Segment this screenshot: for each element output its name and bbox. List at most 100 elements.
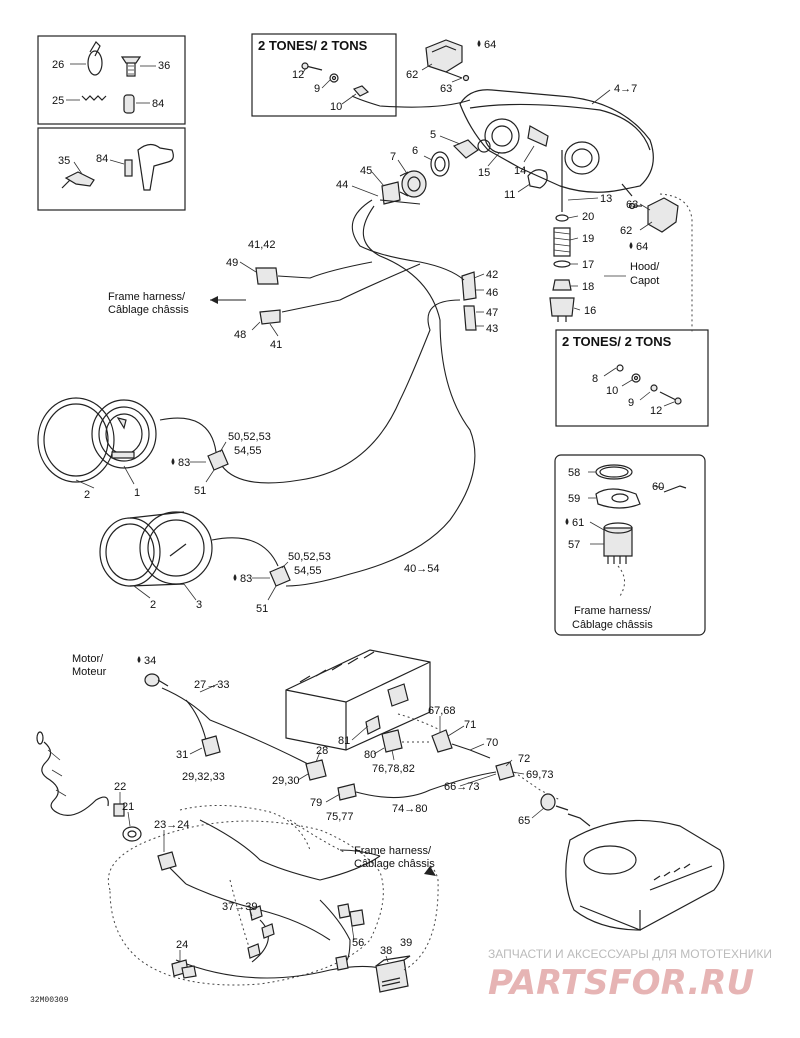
connector-45 bbox=[381, 181, 401, 205]
callout-42: 42 bbox=[486, 269, 498, 281]
connectors-left-group bbox=[255, 267, 281, 325]
callout-1: 1 bbox=[134, 487, 140, 499]
callout-41-42: 41,42 bbox=[248, 239, 276, 251]
wire-31 bbox=[185, 699, 207, 741]
callout-64a: 64 bbox=[484, 39, 496, 51]
callout-23-24: 23→24 bbox=[154, 819, 189, 831]
callout-28: 28 bbox=[316, 745, 328, 757]
wire-74-80 bbox=[355, 771, 497, 799]
socket-7 bbox=[399, 170, 427, 198]
arrow-frame-3 bbox=[424, 866, 436, 876]
label-motor-fr: Moteur bbox=[72, 666, 107, 678]
callout-16: 16 bbox=[584, 305, 596, 317]
callout-51a: 51 bbox=[194, 485, 206, 497]
callout-20: 20 bbox=[582, 211, 594, 223]
callout-71: 71 bbox=[464, 719, 476, 731]
harness-branch-48 bbox=[281, 263, 421, 313]
callout-51b: 51 bbox=[256, 603, 268, 615]
wire-cluster-b bbox=[211, 537, 279, 567]
callout-65: 65 bbox=[518, 815, 530, 827]
callout-10b: 10 bbox=[606, 385, 618, 397]
callout-54b: 54,55 bbox=[294, 565, 322, 577]
relay-38-39 bbox=[375, 955, 411, 993]
gauge-inset-parts bbox=[595, 464, 687, 597]
connectors-37-39 bbox=[247, 905, 275, 959]
inset-box-gauge bbox=[554, 454, 706, 636]
callout-79: 79 bbox=[310, 797, 322, 809]
switch-23-24 bbox=[157, 851, 187, 885]
watermark-logo: PARTSFOR.RU bbox=[488, 963, 754, 1003]
leader-module-71 bbox=[397, 713, 441, 731]
callout-81: 81 bbox=[338, 735, 350, 747]
callout-37-39: 37→39 bbox=[222, 901, 257, 913]
connectors-24 bbox=[171, 959, 197, 979]
fuel-tank bbox=[565, 813, 725, 931]
callout-84b: 84 bbox=[96, 153, 108, 165]
callout-63a: 63 bbox=[440, 83, 452, 95]
dashboard-outline-inner bbox=[179, 805, 311, 851]
callout-39: 39 bbox=[400, 937, 412, 949]
callouts: 26 36 25 84 35 84 12 9 10 64 62 63 4→7 5… bbox=[52, 39, 664, 957]
callout-7: 7 bbox=[390, 151, 396, 163]
harness-branch-49 bbox=[277, 261, 373, 279]
label-frame-harness-1-fr: Câblage châssis bbox=[108, 304, 189, 316]
callout-17: 17 bbox=[582, 259, 594, 271]
motor-connector-34 bbox=[144, 673, 169, 687]
callout-19: 19 bbox=[582, 233, 594, 245]
callout-2a: 2 bbox=[84, 489, 90, 501]
callout-29-32-33: 29,32,33 bbox=[182, 771, 225, 783]
callout-72: 72 bbox=[518, 753, 530, 765]
callout-29-30: 29,30 bbox=[272, 775, 300, 787]
callout-76-78-82: 76,78,82 bbox=[372, 763, 415, 775]
callout-70: 70 bbox=[486, 737, 498, 749]
bracket-84-b bbox=[124, 143, 174, 191]
callout-8: 8 bbox=[592, 373, 598, 385]
callout-10a: 10 bbox=[330, 101, 342, 113]
inset-box-two-tones-top bbox=[251, 33, 397, 117]
harness-main-top bbox=[351, 199, 465, 281]
callout-80: 80 bbox=[364, 749, 376, 761]
connector-80 bbox=[381, 729, 403, 753]
callout-21: 21 bbox=[122, 801, 134, 813]
callout-48: 48 bbox=[234, 329, 246, 341]
speedometer-1 bbox=[37, 397, 157, 483]
callout-54a: 54,55 bbox=[234, 445, 262, 457]
two-tones-right-hardware bbox=[616, 364, 682, 405]
leader-frame-2 bbox=[289, 819, 345, 853]
callout-62a: 62 bbox=[406, 69, 418, 81]
dashboard-outline-rib bbox=[229, 879, 251, 951]
leader-lines bbox=[66, 63, 675, 963]
callout-49: 49 bbox=[226, 257, 238, 269]
harness-to-socket bbox=[379, 199, 421, 205]
callout-57: 57 bbox=[568, 539, 580, 551]
connector-51-b bbox=[269, 565, 291, 587]
tie-strap-26 bbox=[87, 41, 103, 76]
connector-71 bbox=[431, 729, 453, 753]
sleeve-84-a bbox=[123, 94, 135, 114]
callout-59: 59 bbox=[568, 493, 580, 505]
callout-36: 36 bbox=[158, 60, 170, 72]
callout-58: 58 bbox=[568, 467, 580, 479]
bracket-62-right bbox=[628, 197, 679, 233]
label-frame-harness-2-en: Frame harness/ bbox=[574, 605, 652, 617]
label-hood-en: Hood/ bbox=[630, 261, 660, 273]
callout-34: 34 bbox=[144, 655, 156, 667]
callout-61: 61 bbox=[572, 517, 584, 529]
push-rivet-36 bbox=[120, 56, 142, 77]
callout-84a: 84 bbox=[152, 98, 164, 110]
wire-dash-b bbox=[175, 959, 381, 979]
label-frame-harness-2-fr: Câblage châssis bbox=[572, 619, 653, 631]
wire-cluster-a bbox=[159, 417, 217, 453]
callout-11: 11 bbox=[504, 189, 515, 201]
connector-51-a bbox=[207, 449, 229, 471]
dashboard-outline bbox=[108, 820, 384, 986]
bulb-5 bbox=[452, 139, 491, 159]
ring-6 bbox=[430, 151, 450, 177]
callout-67-68: 67,68 bbox=[428, 705, 456, 717]
drop-icon bbox=[233, 574, 237, 581]
drop-icons bbox=[137, 40, 633, 663]
label-two-tones-right: 2 TONES/ 2 TONS bbox=[562, 334, 672, 349]
callout-38: 38 bbox=[380, 945, 392, 957]
callout-9a: 9 bbox=[314, 83, 320, 95]
callout-66-73: 66→73 bbox=[444, 781, 479, 793]
